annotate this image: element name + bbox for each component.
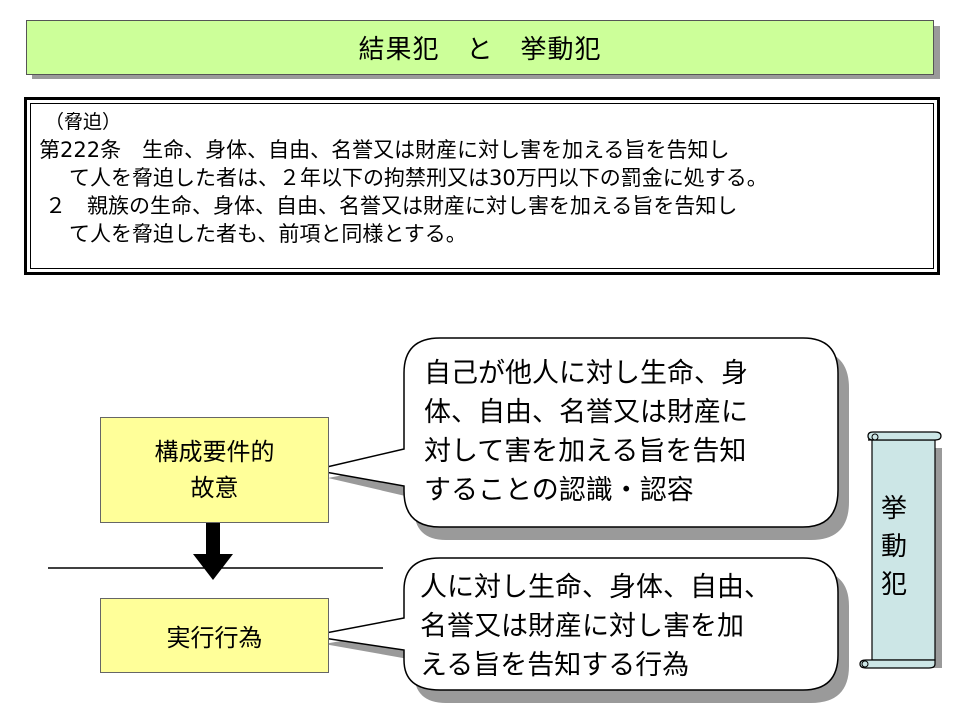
intent-bubble-text: 自己が他人に対し生命、身 体、自由、名誉又は財産に 対して害を加える旨を告知 す…: [424, 354, 748, 510]
act-bubble-line-2: 名誉又は財産に対し害を加: [420, 611, 744, 642]
scroll-bottom-curl: [859, 659, 936, 669]
page-title-text: 結果犯 と 挙動犯: [358, 35, 602, 65]
arrow-shaft: [206, 522, 220, 556]
scroll-label-char-2: 動: [880, 532, 907, 562]
act-bubble-text: 人に対し生命、身体、自由、 名誉又は財産に対し害を加 える旨を告知する行為: [420, 568, 771, 685]
act-bubble-line-3: える旨を告知する行為: [420, 650, 690, 681]
page-title: 結果犯 と 挙動犯: [26, 20, 934, 75]
act-bubble: [309, 557, 839, 691]
statute-heading: （脅迫）: [45, 111, 122, 133]
scroll-top-knob: [871, 433, 879, 441]
statute-text: （脅迫） 第222条 生命、身体、自由、名誉又は財産に対し害を加える旨を告知し …: [30, 103, 934, 269]
statute-line-4: て人を脅迫した者も、前項と同様とする。: [69, 222, 467, 246]
intent-box-line1: 構成要件的: [154, 438, 275, 466]
act-box: 実行行為: [100, 598, 329, 673]
scroll-body: [871, 439, 936, 661]
statute-line-1: 第222条 生命、身体、自由、名誉又は財産に対し害を加える旨を告知し: [39, 138, 730, 162]
scroll-label-char-3: 犯: [880, 570, 907, 600]
intent-bubble-line-2: 体、自由、名誉又は財産に: [424, 397, 748, 428]
statute-line-3: ２ 親族の生命、身体、自由、名誉又は財産に対し害を加える旨を告知し: [45, 194, 738, 218]
act-box-label: 実行行為: [166, 624, 263, 652]
intent-bubble-line-1: 自己が他人に対し生命、身: [424, 358, 748, 389]
statute-line-2: て人を脅迫した者は、２年以下の拘禁刑又は30万円以下の罰金に処する。: [69, 166, 768, 190]
intent-bubble-line-3: 対して害を加える旨を告知: [424, 436, 747, 467]
arrow-head: [193, 554, 233, 580]
act-bubble-line-1: 人に対し生命、身体、自由、: [420, 572, 771, 603]
scroll-bottom-knob: [861, 660, 869, 668]
intent-box: 構成要件的 故意: [100, 417, 329, 523]
intent-bubble: [313, 337, 839, 528]
intent-bubble-line-4: することの認識・認容: [424, 475, 694, 506]
scroll-top-curl: [867, 431, 942, 441]
intent-box-line2: 故意: [190, 474, 239, 502]
scroll-label: 挙 動 犯: [870, 490, 918, 604]
scroll-label-char-1: 挙: [880, 494, 907, 524]
statute-box: （脅迫） 第222条 生命、身体、自由、名誉又は財産に対し害を加える旨を告知し …: [24, 97, 940, 275]
